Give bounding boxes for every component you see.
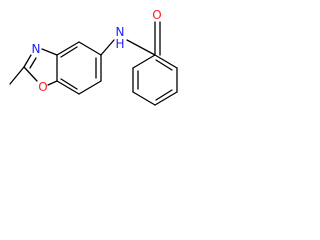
bond: [78, 80, 102, 95]
double-bond-inner: [155, 59, 173, 71]
oxazole-ring: [9, 48, 58, 86]
bond: [47, 80, 58, 86]
amide-n-aryl-bond: [100, 39, 115, 56]
oxazole-nitrogen-label: N: [32, 42, 41, 56]
atom-labels: N H O N O: [32, 8, 162, 94]
amide-nitrogen-label: N: [116, 25, 125, 39]
bond: [132, 54, 156, 69]
bond: [78, 41, 102, 56]
bond: [56, 41, 80, 56]
double-bond-inner: [155, 89, 173, 101]
bond: [132, 91, 156, 106]
amide-c-n-bond: [126, 39, 156, 56]
carbonyl-oxygen-label: O: [152, 8, 161, 22]
double-bond-inner: [29, 57, 37, 69]
amide-hydrogen-label: H: [115, 37, 124, 51]
amide-group: [100, 21, 161, 56]
bond: [154, 91, 178, 106]
bond: [23, 54, 32, 68]
double-bond-inner: [60, 78, 78, 90]
chemical-structure-diagram: N H O N O: [9, 8, 178, 106]
bond: [56, 80, 80, 95]
phenyl-ring: [132, 54, 178, 106]
bond: [154, 54, 178, 69]
bond: [23, 66, 38, 82]
methyl-bond: [9, 66, 25, 85]
double-bond-inner: [60, 46, 78, 58]
bond: [41, 48, 58, 56]
benzoxazole-benzene-ring: [56, 41, 102, 95]
oxazole-oxygen-label: O: [38, 80, 47, 94]
